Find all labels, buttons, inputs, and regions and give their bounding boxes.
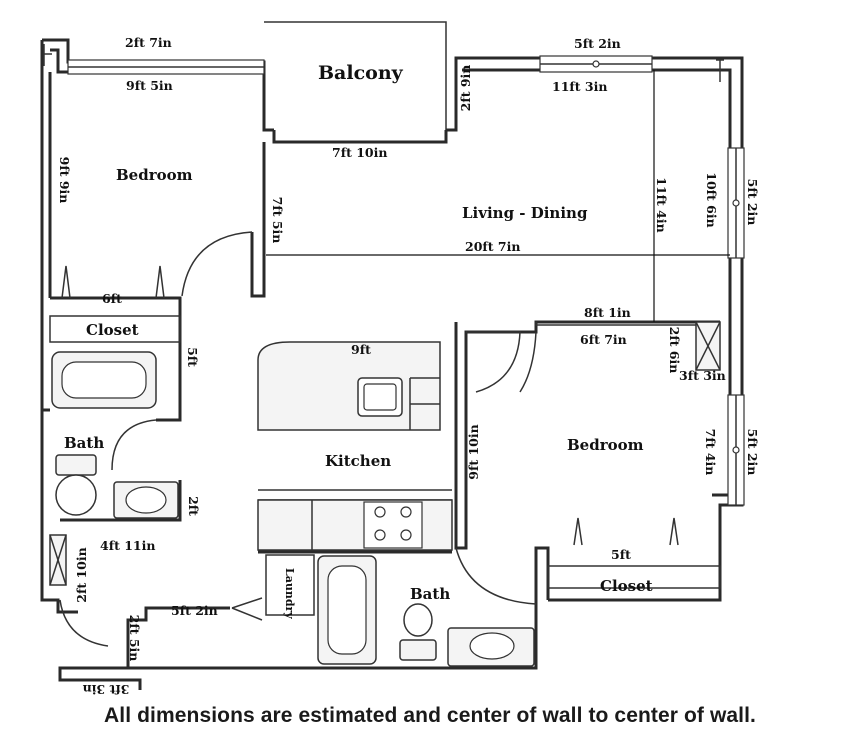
room-laundry: Laundry xyxy=(283,568,296,619)
room-kitchen: Kitchen xyxy=(325,452,391,470)
room-bath-1: Bath xyxy=(64,434,104,452)
dim-label: 11ft 3in xyxy=(552,79,607,94)
dim-label: 5ft 2in xyxy=(574,36,621,51)
dim-label: 2ft 6in xyxy=(667,327,682,374)
dim-label: 6ft 7in xyxy=(580,332,627,347)
dim-label: 6ft xyxy=(102,291,122,306)
dim-label: 3ft 3in xyxy=(679,368,726,383)
room-bedroom-1: Bedroom xyxy=(116,166,193,184)
dim-label: 9ft 5in xyxy=(126,78,173,93)
room-labels: Balcony Bedroom Living - Dining Closet B… xyxy=(64,62,653,619)
dim-label: 3ft 3in xyxy=(83,682,130,697)
room-bath-2: Bath xyxy=(410,585,450,603)
dim-label: 2ft 5in xyxy=(127,615,142,662)
dim-label: 5ft 2in xyxy=(745,429,760,476)
dim-label: 2ft 7in xyxy=(125,35,172,50)
dim-label: 5ft 2in xyxy=(745,179,760,226)
room-balcony: Balcony xyxy=(318,62,404,84)
dim-label: 5ft xyxy=(611,547,631,562)
dim-label: 9ft 9in xyxy=(57,157,72,204)
windows xyxy=(67,55,745,506)
dim-label: 2ft 10in xyxy=(74,547,89,602)
doors xyxy=(59,231,679,647)
dim-label: 7ft 4in xyxy=(703,429,718,476)
footnote: All dimensions are estimated and center … xyxy=(104,704,756,727)
fixtures xyxy=(43,44,724,667)
dimension-labels: 2ft 7in 9ft 5in 5ft 2in 11ft 3in 2ft 9in… xyxy=(57,35,760,697)
dim-label: 7ft 5in xyxy=(270,197,285,244)
dim-label: 9ft xyxy=(351,342,371,357)
dim-label: 7ft 10in xyxy=(332,145,387,160)
dim-label: 20ft 7in xyxy=(465,239,520,254)
dim-label: 8ft 1in xyxy=(584,305,631,320)
room-closet-1: Closet xyxy=(86,321,139,339)
room-living-dining: Living - Dining xyxy=(462,204,588,222)
dim-label: 9ft 10in xyxy=(466,424,481,479)
dim-label: 2ft xyxy=(186,496,201,516)
dim-label: 11ft 4in xyxy=(654,177,669,232)
room-bedroom-2: Bedroom xyxy=(567,436,644,454)
dim-label: 5ft 2in xyxy=(171,603,218,618)
dim-label: 2ft 9in xyxy=(458,65,473,112)
dim-label: 10ft 6in xyxy=(704,172,719,227)
dim-label: 4ft 11in xyxy=(100,538,155,553)
room-closet-2: Closet xyxy=(600,577,653,595)
dim-label: 5ft xyxy=(185,347,200,367)
